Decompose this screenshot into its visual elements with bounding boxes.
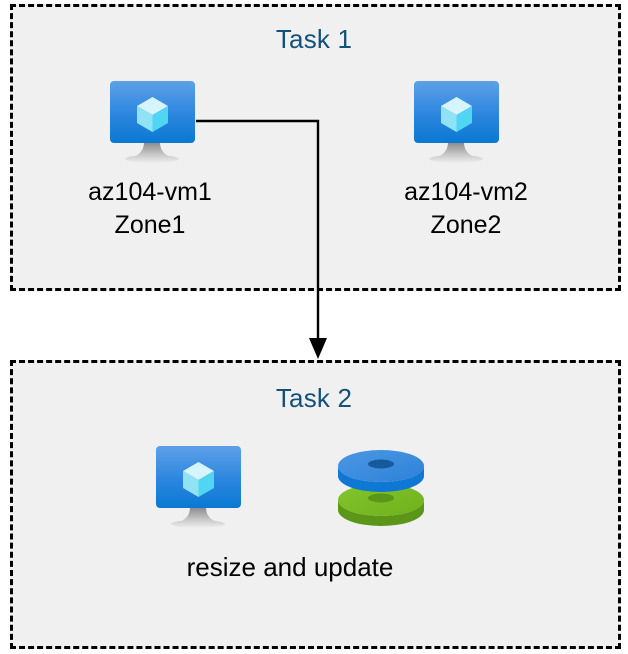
task2-caption: resize and update — [186, 552, 394, 582]
task2-title: Task 2 — [275, 383, 353, 413]
azure-virtual-machine-icon — [156, 445, 260, 533]
vm2-label: az104-vm2 Zone2 — [404, 178, 528, 239]
task2-container — [10, 360, 621, 649]
vm1-label: az104-vm1 Zone1 — [88, 178, 212, 239]
down-arrow-icon — [309, 338, 327, 359]
azure-virtual-machine-icon — [110, 80, 214, 168]
task1-title: Task 1 — [275, 24, 353, 54]
azure-disks-icon — [334, 442, 438, 532]
azure-virtual-machine-icon — [414, 80, 518, 168]
